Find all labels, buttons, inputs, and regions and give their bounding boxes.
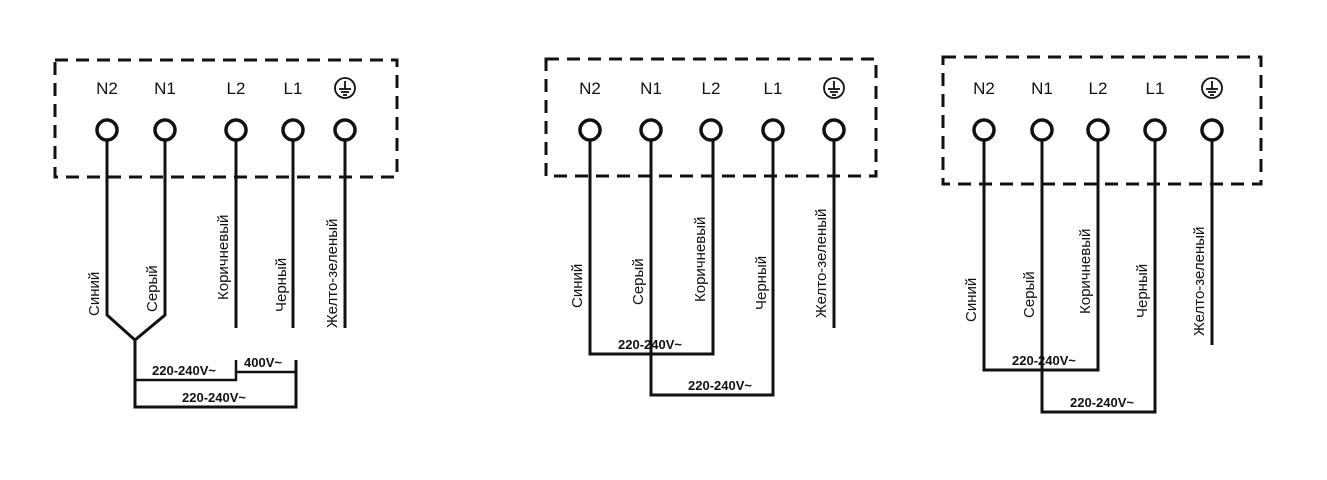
terminal-l1-label: L1 (1146, 79, 1165, 98)
wire-label-blue: Синий (569, 264, 586, 308)
terminal-l1 (281, 118, 305, 142)
terminal-l1 (761, 118, 785, 142)
wire-label-ground: Желто-зеленый (813, 209, 830, 318)
voltage-label: 400V~ (244, 355, 282, 370)
terminal-l2-label: L2 (227, 79, 246, 98)
voltage-label: 220-240V~ (618, 337, 682, 352)
terminal-n2-label: N2 (96, 79, 118, 98)
diagram-3: N2 N1 L2 L1 Синий Серый Коричневый Черны… (941, 55, 1263, 414)
terminal-n1 (1030, 118, 1054, 142)
wire-label-gray: Серый (1021, 271, 1038, 318)
terminal-n1 (153, 118, 177, 142)
wire-label-ground: Желто-зеленый (324, 219, 341, 328)
terminal-ground (1200, 118, 1224, 142)
terminal-l2-label: L2 (1089, 79, 1108, 98)
wire-label-brown: Коричневый (692, 217, 709, 302)
terminal-n2 (95, 118, 119, 142)
terminal-n2-label: N2 (579, 79, 601, 98)
terminal-n1-label: N1 (640, 79, 662, 98)
wire-label-brown: Коричневый (1077, 229, 1094, 314)
terminal-l2-label: L2 (702, 79, 721, 98)
terminal-box-3 (941, 55, 1263, 186)
terminal-l2 (1086, 118, 1110, 142)
voltage-label: 220-240V~ (1070, 395, 1134, 410)
terminal-l1-label: L1 (764, 79, 783, 98)
wire-label-black: Черный (273, 258, 290, 312)
wire-label-blue: Синий (86, 272, 103, 316)
terminal-n2 (578, 118, 602, 142)
terminal-n1 (639, 118, 663, 142)
terminal-l1 (1143, 118, 1167, 142)
terminal-box-1 (53, 58, 399, 179)
terminal-l2 (699, 118, 723, 142)
ground-icon (334, 77, 356, 99)
terminal-n2-label: N2 (973, 79, 995, 98)
terminal-n1-label: N1 (154, 79, 176, 98)
terminal-n2 (972, 118, 996, 142)
bracket-1-right (236, 360, 298, 374)
wire-label-gray: Серый (144, 265, 161, 312)
bracket-1-left (135, 360, 238, 382)
wire-gray-black-3 (1040, 130, 1157, 414)
ground-icon (1201, 77, 1223, 99)
diagram-1: N2 N1 L2 L1 Синий Серый Коричневый Черны… (53, 58, 399, 409)
voltage-label: 220-240V~ (688, 378, 752, 393)
wire-label-ground: Желто-зеленый (1191, 227, 1208, 336)
ground-icon (823, 77, 845, 99)
wire-label-brown: Коричневый (215, 215, 232, 300)
voltage-label: 220-240V~ (152, 363, 216, 378)
wire-gray-black-2 (649, 130, 775, 397)
terminal-l1-label: L1 (284, 79, 303, 98)
wire-label-black: Черный (753, 256, 770, 310)
wire-label-gray: Серый (630, 258, 647, 305)
terminal-ground (822, 118, 846, 142)
terminal-box-2 (544, 57, 878, 178)
terminal-l2 (224, 118, 248, 142)
terminal-n1-label: N1 (1031, 79, 1053, 98)
voltage-label: 220-240V~ (1012, 353, 1076, 368)
wire-label-blue: Синий (963, 278, 980, 322)
wire-gray-1 (134, 130, 167, 342)
terminal-ground (333, 118, 357, 142)
wire-blue-1 (105, 130, 298, 409)
voltage-label: 220-240V~ (182, 390, 246, 405)
diagram-2: N2 N1 L2 L1 Синий Серый Коричневый Черны… (544, 57, 878, 397)
wire-label-black: Черный (1134, 264, 1151, 318)
